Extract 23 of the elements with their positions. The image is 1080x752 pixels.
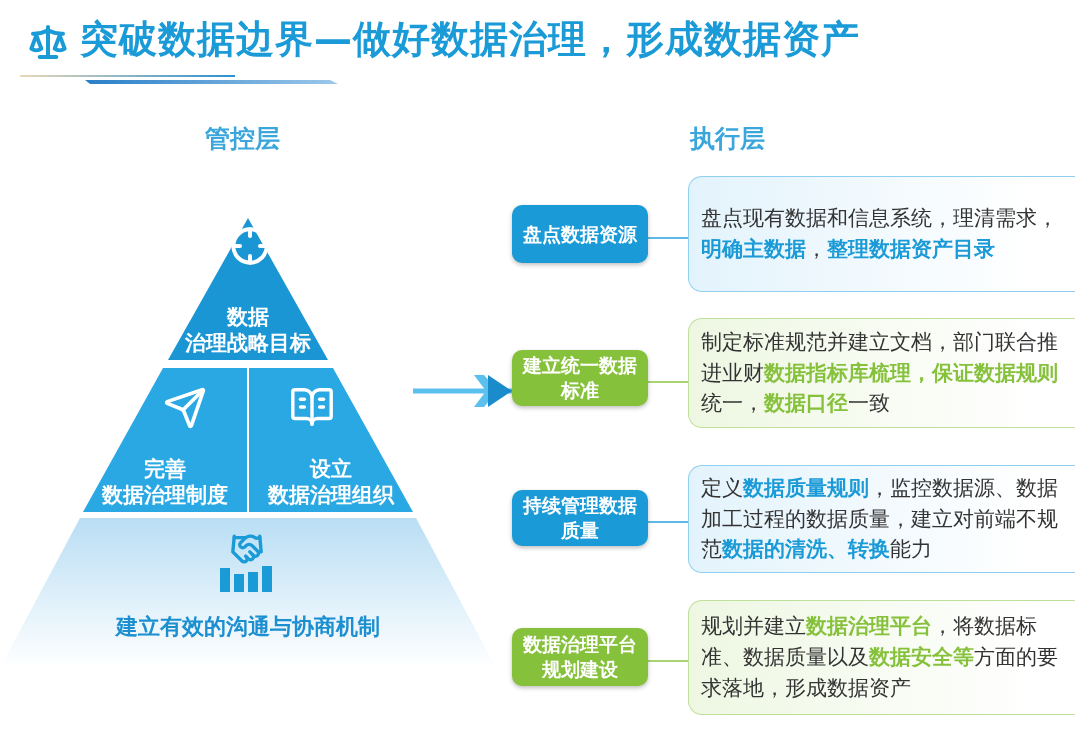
connector-line — [647, 521, 689, 523]
pyramid-label: 治理战略目标 — [185, 329, 311, 356]
pyramid-label: 数据 — [227, 303, 269, 330]
connector-line — [647, 237, 689, 239]
layer-heading: 管控层 — [205, 123, 280, 155]
step-tag: 数据治理平台规划建设 — [512, 628, 648, 686]
pyramid-label: 数据治理制度 — [102, 481, 228, 508]
connector-line — [647, 381, 689, 383]
step-tag: 盘点数据资源 — [512, 205, 648, 263]
step-tag: 持续管理数据质量 — [512, 490, 648, 546]
pyramid-label: 建立有效的沟通与协商机制 — [116, 612, 380, 640]
description-text: 盘点现有数据和信息系统，理清需求，明确主数据，整理数据资产目录 — [701, 205, 1059, 263]
pyramid-label: 完善 — [144, 455, 186, 482]
description-text: 制定标准规范并建立文档，部门联合推进业财数据指标库梳理，保证数据规则统一，数据口径一致 — [701, 328, 1059, 418]
pyramid-label: 设立 — [310, 455, 352, 482]
layer-heading: 执行层 — [690, 123, 765, 155]
title: 突破数据边界—做好数据治理，形成数据资产 — [80, 16, 860, 63]
pyramid-label: 数据治理组织 — [268, 481, 394, 508]
description-text: 定义数据质量规则，监控数据源、数据加工过程的数据质量，建立对前端不规范数据的清洗、转换能力 — [701, 474, 1059, 564]
description-text: 规划并建立数据治理平台，将数据标准、数据质量以及数据安全等方面的要求落地，形成数据资产 — [701, 613, 1059, 702]
connector-line — [647, 660, 689, 662]
connector-line — [413, 375, 512, 407]
step-tag: 建立统一数据标准 — [512, 350, 648, 406]
